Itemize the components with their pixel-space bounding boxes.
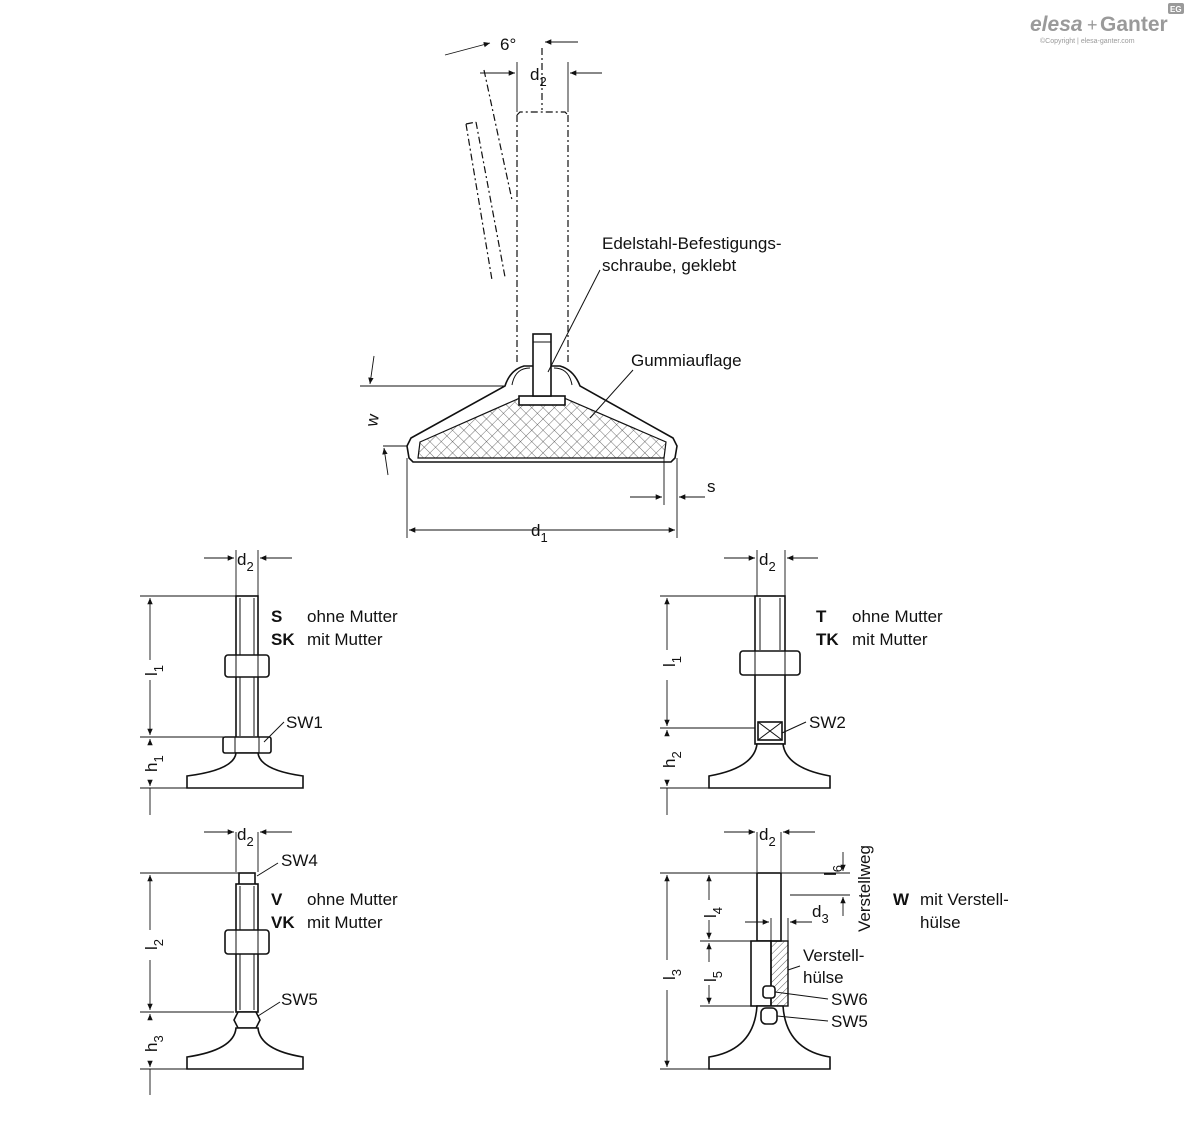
- t-desc-2: mit Mutter: [852, 630, 928, 649]
- s-label: s: [707, 477, 716, 496]
- t-d2-label: d2: [759, 550, 776, 574]
- s-base: [186, 752, 304, 789]
- v-l2-label: l2: [142, 939, 166, 950]
- w-l6-label: l6: [821, 865, 845, 876]
- w-stem: [756, 872, 782, 942]
- s-desc-1: ohne Mutter: [307, 607, 398, 626]
- screw-leader: [547, 269, 601, 373]
- w-sleeve-label-2: hülse: [803, 968, 844, 987]
- v-sw5-leader: [257, 1001, 281, 1017]
- v-sw4-leader: [256, 862, 279, 877]
- w-d2-label: d2: [759, 825, 776, 849]
- v-code-1: V: [271, 890, 283, 909]
- w-arrow-top: [368, 355, 375, 385]
- t-sw2-label: SW2: [809, 713, 846, 732]
- w-sleeve-label-1: Verstell-: [803, 946, 864, 965]
- v-sw4-label: SW4: [281, 851, 318, 870]
- s-l1-label: l1: [142, 665, 166, 676]
- w-d3-label: d3: [812, 902, 829, 926]
- s-nut: [224, 654, 270, 678]
- w-arrow-bottom: [382, 447, 389, 476]
- pad-leader: [589, 369, 634, 419]
- type-t-drawing: d2 l1 h2 SW2 T ohne Mutter TK mit Mutter: [660, 550, 943, 815]
- logo-ganter: Ganter: [1100, 13, 1168, 36]
- v-nut: [224, 929, 270, 955]
- w-l5-label: l5: [701, 971, 725, 982]
- screw-label-1: Edelstahl-Befestigungs-: [602, 234, 782, 253]
- screw-head: [518, 395, 566, 406]
- d2-label: d2: [530, 65, 547, 89]
- w-l3-label: l3: [660, 969, 684, 980]
- type-s-drawing: d2 l1 h1 SW1 S ohne Mutter SK mit Mutter: [140, 550, 398, 815]
- tilted-stem-center: [483, 69, 513, 201]
- w-sw6-leader: [774, 991, 829, 1000]
- w-l4-label: l4: [701, 907, 725, 918]
- w-sw6-label: SW6: [831, 990, 868, 1009]
- type-w-drawing: d2 l3 l4 l5 l6 Verstellweg d3 Verstel: [660, 825, 1009, 1070]
- logo-badge-text: EG: [1170, 5, 1182, 14]
- pad-label: Gummiauflage: [631, 351, 742, 370]
- base-dome: [511, 367, 573, 386]
- logo-plus: +: [1087, 15, 1098, 35]
- angle-label: 6°: [500, 35, 516, 54]
- w-desc-2: hülse: [920, 913, 961, 932]
- v-h3-label: h3: [142, 1035, 166, 1052]
- v-desc-1: ohne Mutter: [307, 890, 398, 909]
- stem-outline: [516, 111, 569, 365]
- t-nut: [739, 650, 801, 676]
- t-wrench-flat-cross: [757, 721, 783, 741]
- s-sw1-label: SW1: [286, 713, 323, 732]
- t-sw2-leader: [781, 721, 807, 734]
- v-base: [186, 1027, 304, 1070]
- w-sleeve-leader: [787, 965, 801, 971]
- s-code-2: SK: [271, 630, 295, 649]
- w-label: w: [362, 412, 383, 429]
- s-desc-2: mit Mutter: [307, 630, 383, 649]
- v-code-2: VK: [271, 913, 295, 932]
- logo-elesa: elesa: [1030, 13, 1083, 36]
- w-sw5-leader: [776, 1015, 829, 1022]
- t-h2-label: h2: [660, 751, 684, 768]
- s-code-1: S: [271, 607, 282, 626]
- logo-badge: [1168, 3, 1184, 14]
- t-l1-label: l1: [660, 656, 684, 667]
- t-code-1: T: [816, 607, 827, 626]
- type-v-drawing: d2 l2 h3 SW4 SW5 V ohne Mutter VK mit Mu…: [140, 825, 398, 1095]
- elesa-ganter-logo: elesa + Ganter EG ©Copyright | elesa-gan…: [1030, 3, 1184, 45]
- t-base: [708, 743, 831, 789]
- top-view-drawing: 6° d2 w d1 s Edelsta: [360, 35, 782, 545]
- w-desc-1: mit Verstell-: [920, 890, 1009, 909]
- w-code: W: [893, 890, 910, 909]
- w-travel-label: Verstellweg: [855, 845, 874, 932]
- angle-arrow-left: [444, 42, 491, 56]
- s-hex-collar: [222, 736, 272, 754]
- s-d2-label: d2: [237, 550, 254, 574]
- tilted-stem-outline: [465, 121, 506, 281]
- rubber-pad: [417, 397, 667, 459]
- s-sw1-leader: [263, 721, 285, 743]
- w-sw6-flat: [762, 985, 776, 999]
- w-base: [708, 1005, 831, 1070]
- s-h1-label: h1: [142, 755, 166, 772]
- t-desc-1: ohne Mutter: [852, 607, 943, 626]
- screw-label-2: schraube, geklebt: [602, 256, 736, 275]
- logo-copyright: ©Copyright | elesa-ganter.com: [1040, 37, 1135, 45]
- t-code-2: TK: [816, 630, 839, 649]
- w-sw5-socket-top: [760, 1007, 778, 1025]
- v-sw5-label: SW5: [281, 990, 318, 1009]
- v-desc-2: mit Mutter: [307, 913, 383, 932]
- screw-shaft: [532, 333, 552, 397]
- w-sw5-label: SW5: [831, 1012, 868, 1031]
- v-d2-label: d2: [237, 825, 254, 849]
- v-hex-socket: [233, 1011, 261, 1029]
- d1-label: d1: [531, 521, 548, 545]
